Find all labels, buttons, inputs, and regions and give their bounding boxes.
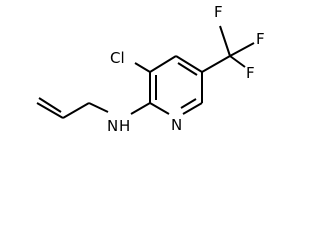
atom-label-amine-nitrogen: N: [107, 117, 118, 135]
atom-labels: Cl N H N F F F: [107, 3, 265, 135]
bond-c4-c5-inner: [177, 62, 198, 76]
atom-label-fluorine-upper-right: F: [256, 30, 265, 48]
bond-c5-cf3: [201, 55, 231, 73]
atom-label-amine-hydrogen: H: [119, 117, 130, 135]
bond-c4-c5: [175, 55, 203, 73]
structure-diagram: Cl N H N F F F: [36, 3, 265, 135]
atom-label-ring-nitrogen: N: [171, 116, 182, 134]
molecule-drawing: Cl N H N F F F: [36, 3, 265, 135]
bond-n1-c2: [149, 102, 170, 115]
bond-cf3-f-upper-left: [219, 25, 231, 57]
atom-label-fluorine-lower: F: [246, 64, 255, 82]
bond-ch2-ch: [62, 102, 90, 119]
bond-cf3-f-lower: [229, 55, 246, 68]
bond-ch-ch2-terminal: [36, 102, 64, 119]
atom-label-fluorine-upper-left: F: [214, 3, 223, 21]
bond-lines: [36, 25, 255, 119]
bond-c6-n1: [182, 102, 203, 115]
bond-c3-c4: [149, 55, 177, 73]
bond-c2-nh: [130, 102, 151, 115]
bond-nh-ch2: [88, 102, 109, 113]
atom-label-chlorine: Cl: [110, 49, 125, 67]
bond-c6-n1-inner: [180, 98, 197, 109]
bond-ch-ch2-terminal-double: [38, 97, 62, 113]
bond-cf3-f-upper-right: [229, 42, 255, 57]
bond-c3-cl: [134, 62, 151, 73]
